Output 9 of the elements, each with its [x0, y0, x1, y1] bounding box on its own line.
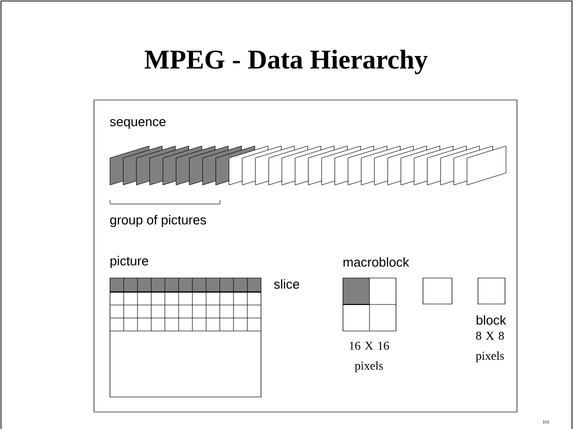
label: group of pictures: [110, 214, 206, 228]
label: sequence: [110, 119, 166, 129]
label: block: [476, 315, 506, 325]
label: 16 X 16 pixels: [350, 342, 389, 372]
label: macroblock: [344, 257, 410, 267]
label: picture: [110, 256, 148, 268]
title: MPEG - Data Hierarchy: [144, 50, 428, 74]
label: slice: [274, 279, 300, 289]
label: 8 X 8 pixels: [476, 332, 504, 362]
